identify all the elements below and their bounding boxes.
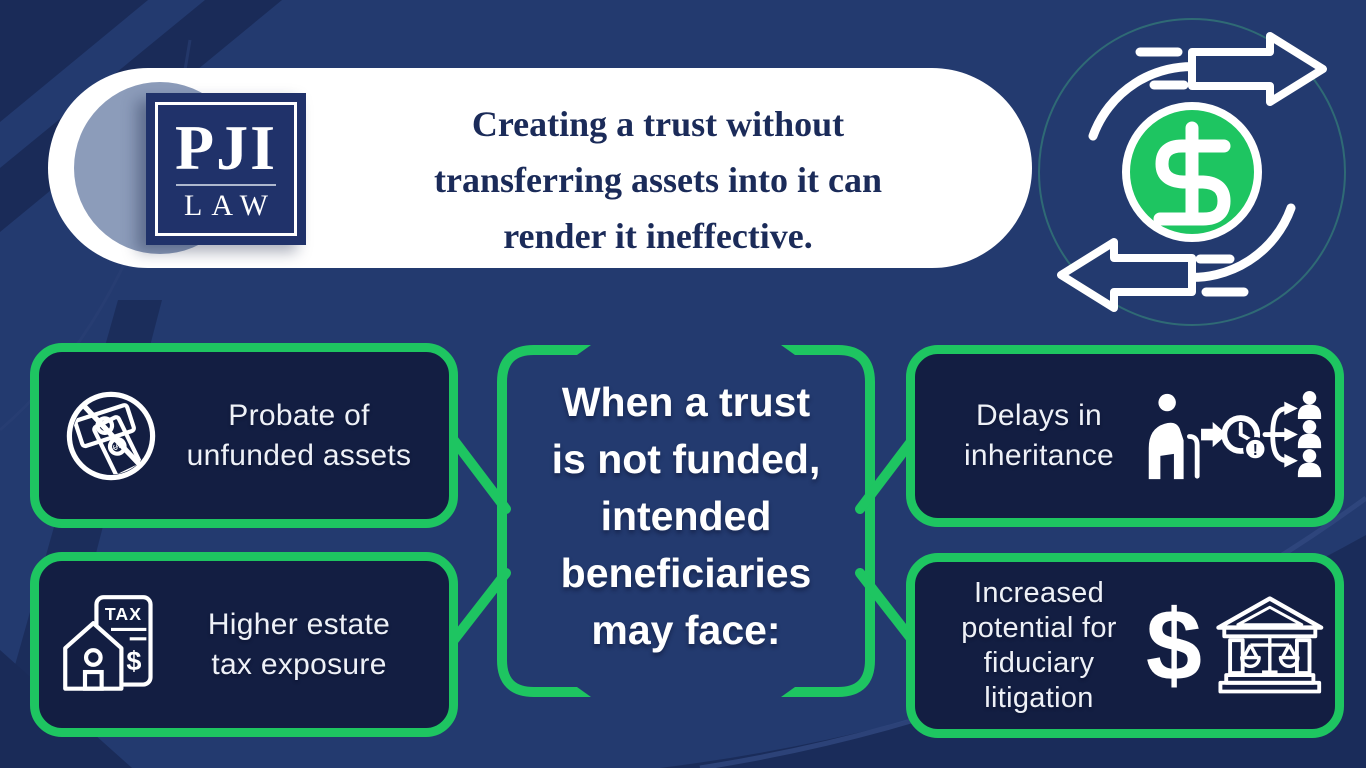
label-line: Higher estate [207, 607, 391, 641]
label-line: litigation [984, 681, 1094, 714]
statement-line: When a trust [561, 379, 811, 425]
headline-line: transferring assets into it can [434, 160, 882, 200]
label-line: tax exposure [211, 647, 387, 681]
svg-text:$: $ [1146, 593, 1202, 698]
dollar-glyph [1153, 121, 1231, 226]
connector-bottom-left [445, 568, 511, 650]
center-statement: When a trust is not funded, intended ben… [500, 374, 872, 659]
center-frame [497, 345, 875, 697]
box-probate-label: Probate of unfunded assets [163, 396, 435, 476]
label-line: potential for [961, 611, 1117, 644]
no-cash-icon: $ [66, 391, 156, 480]
header-banner: PJI LAW Creating a trust without transfe… [48, 68, 1032, 268]
label-line: fiduciary [983, 646, 1095, 679]
svg-text:$: $ [110, 442, 123, 452]
ring-decor [1038, 18, 1346, 326]
frame-cut-tips [577, 345, 795, 697]
label-line: inheritance [963, 439, 1115, 472]
pji-law-logo-frame: PJI LAW [155, 102, 297, 236]
box-estate-tax: TAX $ Higher estate tax exposure [30, 552, 458, 737]
house-tax-icon: TAX $ [63, 594, 153, 691]
box-delays-label: Delays in inheritance [937, 396, 1141, 476]
arrow-left [1057, 238, 1196, 312]
headline-line: Creating a trust without [471, 104, 845, 144]
box-litigation: Increased potential for fiduciary litiga… [906, 553, 1344, 738]
box-probate: $ Probate of unfunded assets [30, 343, 458, 528]
pji-law-logo: PJI LAW [146, 93, 306, 245]
box-estate-tax-label: Higher estate tax exposure [163, 605, 435, 685]
logo-text-top: PJI [175, 111, 277, 183]
statement-line: is not funded, [551, 436, 821, 482]
svg-text:TAX: TAX [105, 604, 142, 624]
label-line: Probate of [228, 398, 370, 432]
headline: Creating a trust without transferring as… [328, 96, 988, 264]
svg-text:$: $ [126, 645, 141, 675]
statement-line: may face: [591, 607, 781, 653]
speed-bars [1135, 47, 1249, 297]
box-litigation-label: Increased potential for fiduciary litiga… [937, 576, 1141, 716]
statement-line: intended [600, 493, 772, 539]
transfer-arcs [1088, 62, 1296, 282]
logo-text-bottom: LAW [184, 188, 277, 222]
court-money-icon: $ [1146, 593, 1324, 698]
headline-line: render it ineffective. [503, 216, 813, 256]
label-line: Increased [973, 576, 1105, 609]
money-transfer-icon [1057, 32, 1327, 312]
arrow-right [1188, 32, 1327, 106]
connector-top-left [445, 430, 511, 514]
statement-line: beneficiaries [560, 550, 812, 596]
svg-text:!: ! [1253, 442, 1258, 459]
box-delays: Delays in inheritance ! [906, 345, 1344, 527]
label-line: Delays in [975, 399, 1103, 432]
logo-divider [175, 183, 277, 186]
inheritance-delay-icon: ! [1148, 390, 1322, 480]
label-line: unfunded assets [186, 438, 412, 472]
